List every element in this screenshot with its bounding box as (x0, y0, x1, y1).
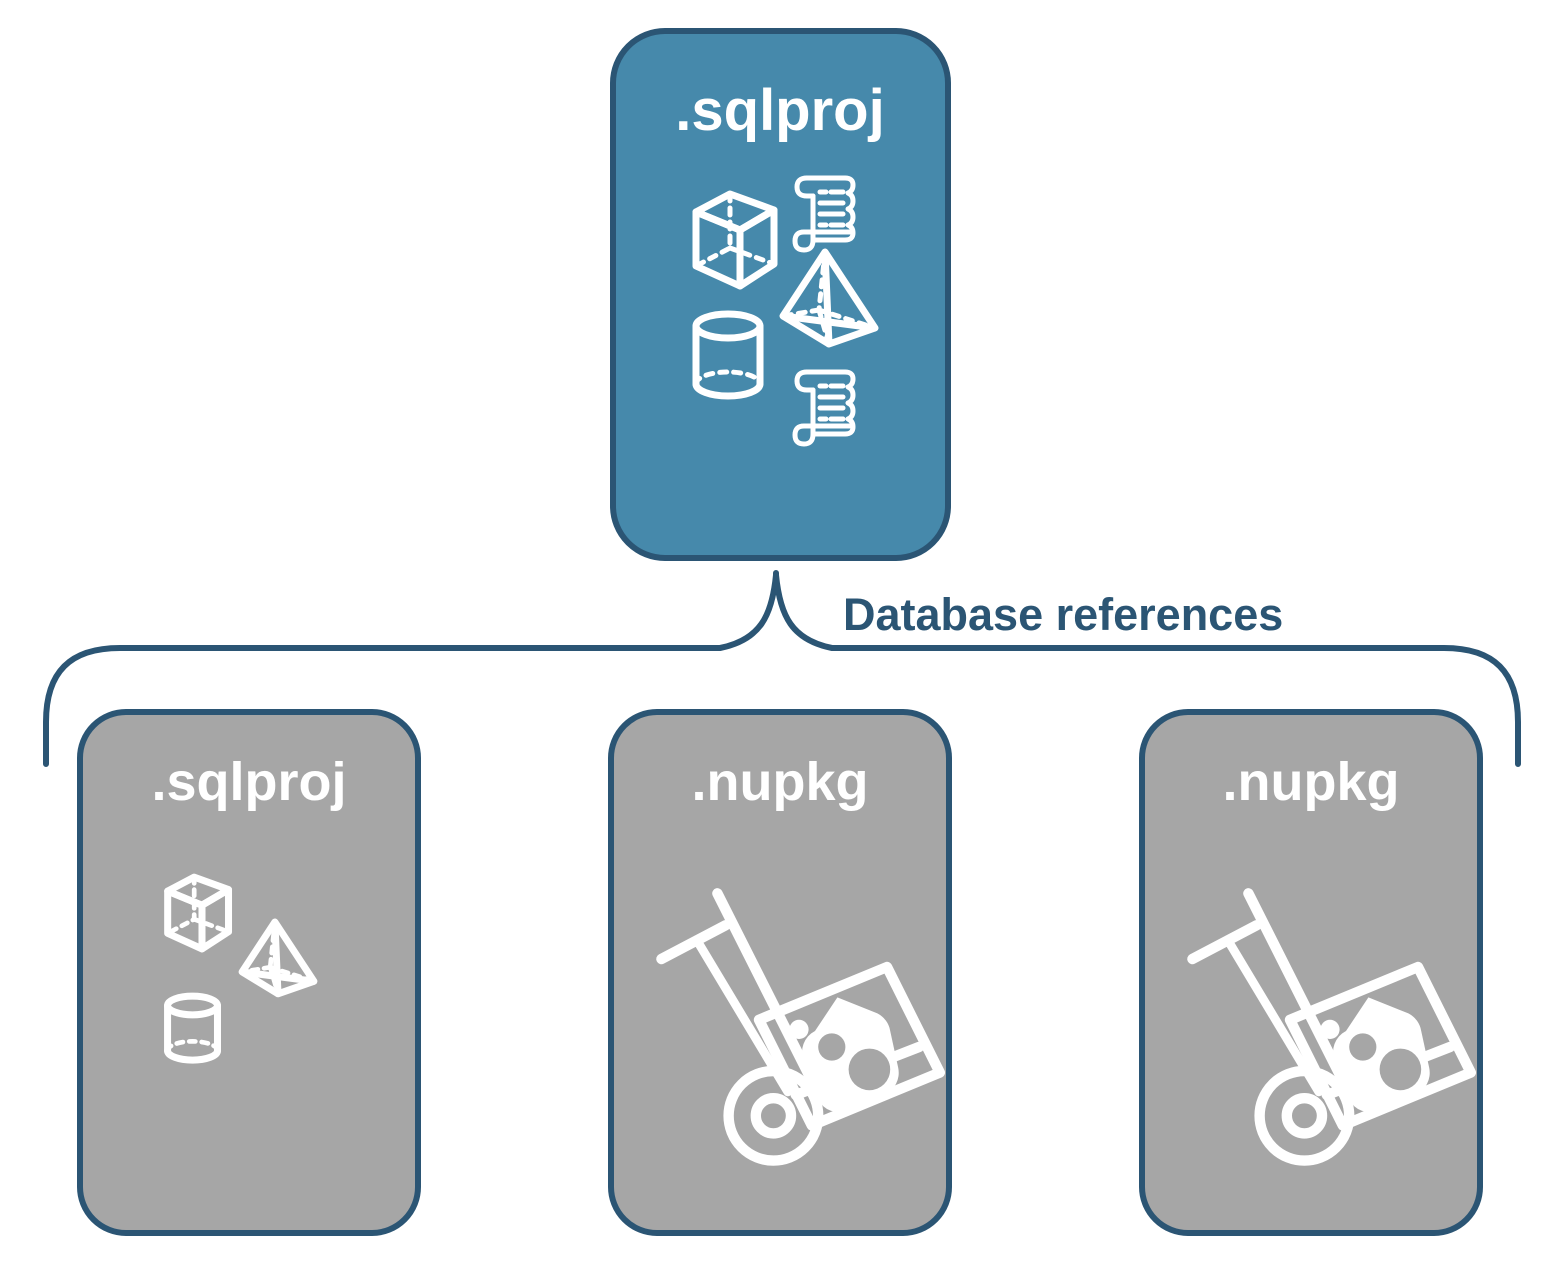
cylinder-icon (164, 992, 221, 1064)
brace-left-half (43, 572, 779, 767)
root-node-box[interactable] (610, 28, 951, 561)
reference-node-label: .nupkg (692, 752, 869, 812)
root-node-sqlproj[interactable]: .sqlproj (610, 28, 951, 561)
reference-node-label: .nupkg (1223, 752, 1400, 812)
reference-node-nupkg[interactable]: .nupkg (608, 709, 952, 1236)
reference-node-label: .sqlproj (151, 752, 346, 812)
brace-label: Database references (843, 589, 1283, 640)
cylinder-icon (692, 310, 764, 400)
pyramid-icon (779, 248, 879, 348)
brace-right-half (773, 572, 1521, 767)
reference-node-nupkg[interactable]: .nupkg (1139, 709, 1483, 1236)
pyramid-icon (238, 918, 318, 998)
reference-node-sqlproj[interactable]: .sqlproj (77, 709, 421, 1236)
database-references-brace: Database references (43, 570, 1521, 767)
cube-icon (164, 873, 233, 953)
root-node-label: .sqlproj (675, 78, 884, 143)
cube-icon (692, 190, 778, 290)
